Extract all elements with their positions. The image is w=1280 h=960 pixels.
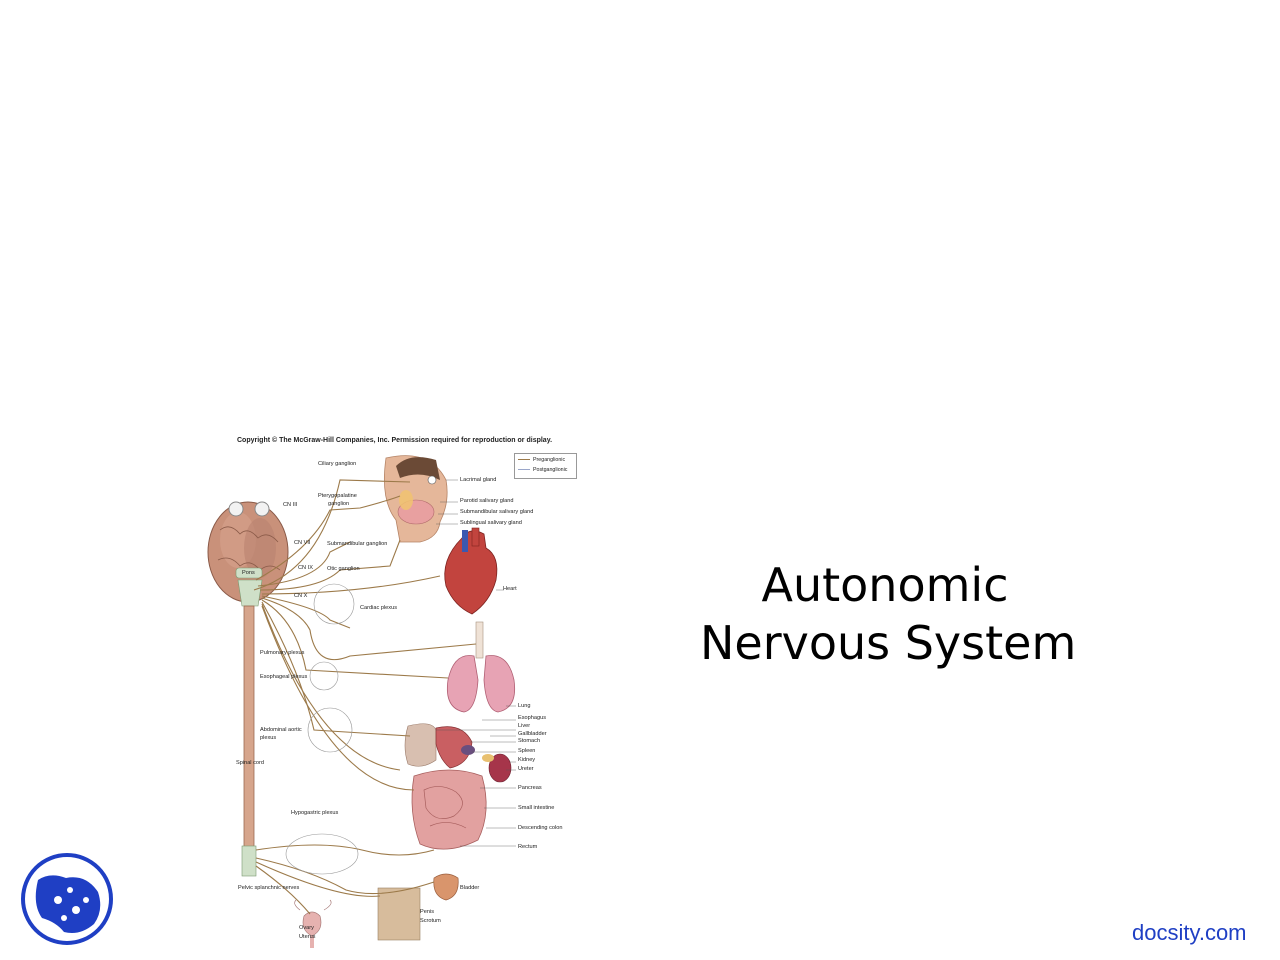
label-spleen: Spleen [518, 748, 536, 754]
heart-illustration [444, 527, 498, 615]
label-ureter: Ureter [518, 766, 534, 772]
label-pterygopalatine-2: ganglion [328, 501, 350, 507]
intestines-illustration [411, 769, 487, 850]
label-ovary: Ovary [299, 925, 314, 931]
legend-postganglionic: Postganglionic [518, 467, 567, 475]
label-cn-x: CN X [294, 593, 308, 599]
label-pons: Pons [242, 570, 255, 576]
label-heart: Heart [503, 586, 517, 592]
slide-title: Autonomic Nervous System [700, 556, 1077, 672]
label-pterygopalatine-1: Pterygopalatine [318, 493, 357, 499]
title-line-1: Autonomic [761, 558, 1009, 612]
label-parotid: Parotid salivary gland [460, 498, 514, 504]
label-esophagus: Esophagus [518, 715, 546, 721]
label-cn-ix: CN IX [298, 565, 313, 571]
label-pancreas: Pancreas [518, 785, 542, 791]
label-cn-iii: CN III [283, 502, 298, 508]
label-stomach: Stomach [518, 738, 541, 744]
legend-preganglionic: Preganglionic [518, 457, 565, 465]
label-liver: Liver [518, 723, 531, 729]
label-abdominal-aortic-2: plexus [260, 735, 277, 741]
label-ciliary-ganglion: Ciliary ganglion [318, 461, 357, 467]
bladder-illustration [433, 873, 459, 901]
label-descending-colon: Descending colon [518, 825, 563, 831]
label-pelvic-splanchnic: Pelvic splanchnic nerves [238, 885, 300, 891]
label-small-intestine: Small intestine [518, 805, 555, 811]
label-sublingual: Sublingual salivary gland [460, 520, 522, 526]
label-rectum: Rectum [518, 844, 538, 850]
spinal-cord-illustration [241, 605, 257, 877]
figure-copyright: Copyright © The McGraw-Hill Companies, I… [237, 437, 553, 444]
face-illustration [384, 455, 448, 543]
male-reproductive-illustration [377, 887, 421, 941]
autonomic-nervous-system-figure: Copyright © The McGraw-Hill Companies, I… [200, 430, 600, 960]
female-reproductive-illustration [294, 899, 332, 948]
anatomy-illustration [207, 455, 516, 948]
label-pulmonary-plexus: Pulmonary plexus [260, 650, 305, 656]
figure-legend: Preganglionic Postganglionic [514, 453, 577, 479]
label-submandibular-ganglion: Submandibular ganglion [327, 541, 388, 547]
label-penis: Penis [420, 909, 434, 915]
docsity-link[interactable]: docsity.com [1132, 920, 1247, 945]
label-cn-vii: CN VII [294, 540, 311, 546]
abdominal-organs-illustration [404, 723, 512, 783]
label-otic-ganglion: Otic ganglion [327, 566, 360, 572]
label-hypogastric-plexus: Hypogastric plexus [291, 810, 339, 816]
label-scrotum: Scrotum [420, 918, 441, 924]
label-uterus: Uterus [299, 934, 316, 940]
brain-illustration [207, 501, 289, 607]
label-lacrimal-gland: Lacrimal gland [460, 477, 497, 483]
label-bladder: Bladder [460, 885, 480, 891]
nerve-pathways [253, 479, 477, 915]
label-spinal-cord: Spinal cord [236, 760, 264, 766]
label-submandibular-gland: Submandibular salivary gland [460, 509, 534, 515]
plexus-circles [285, 583, 359, 875]
title-line-2: Nervous System [700, 616, 1077, 670]
label-gallbladder: Gallbladder [518, 731, 547, 737]
label-lung: Lung [518, 703, 531, 709]
lungs-illustration [446, 621, 516, 713]
label-kidney: Kidney [518, 757, 536, 763]
label-cardiac-plexus: Cardiac plexus [360, 605, 397, 611]
label-esophageal-plexus: Esophageal plexus [260, 674, 308, 680]
docsity-logo-icon[interactable] [20, 852, 114, 946]
label-abdominal-aortic-1: Abdominal aortic [260, 727, 302, 733]
leader-lines [436, 479, 516, 847]
